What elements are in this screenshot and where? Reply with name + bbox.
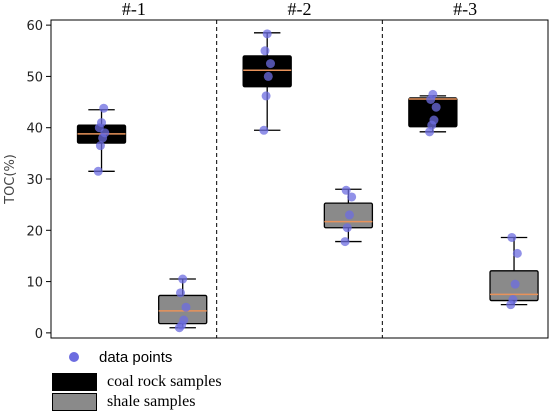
panel-title: #-2 — [288, 0, 312, 19]
panel-dividers — [216, 20, 383, 338]
data-point — [176, 288, 186, 298]
data-point — [342, 223, 352, 233]
y-tick-label: 60 — [26, 19, 43, 34]
data-point — [179, 315, 189, 325]
y-tick-label: 20 — [26, 224, 43, 239]
data-point — [259, 125, 269, 135]
data-point — [261, 91, 271, 101]
data-point — [347, 192, 357, 202]
data-point — [429, 115, 439, 125]
box-coal — [242, 55, 292, 88]
y-tick-label: 30 — [26, 173, 43, 188]
data-point — [512, 248, 522, 258]
panel-titles: #-1 #-2 #-3 — [122, 0, 477, 19]
plot-border — [50, 19, 549, 339]
legend-swatch-shale — [52, 393, 97, 411]
y-tick-label: 10 — [26, 276, 43, 291]
data-point — [99, 103, 109, 113]
data-point — [341, 185, 351, 195]
data-points — [93, 29, 522, 333]
data-point — [97, 118, 107, 128]
data-point — [178, 274, 188, 284]
data-point — [181, 302, 191, 312]
legend-dot-icon — [69, 352, 79, 362]
data-point — [431, 102, 441, 112]
data-point — [508, 295, 518, 305]
data-point — [428, 89, 438, 99]
data-point — [263, 71, 273, 81]
data-point — [95, 141, 105, 151]
legend-item-coal: coal rock samples — [52, 371, 222, 393]
data-point — [340, 237, 350, 247]
y-tick-label: 40 — [26, 122, 43, 137]
data-point — [344, 210, 354, 220]
y-tick-label: 0 — [35, 327, 43, 342]
y-tick-label: 50 — [26, 70, 43, 85]
data-point — [93, 166, 103, 176]
y-axis-label: TOC(%) — [3, 154, 18, 205]
data-point — [510, 279, 520, 289]
panel-title: #-3 — [453, 0, 477, 19]
legend-label-data-points: data points — [99, 348, 173, 366]
panel-title: #-1 — [122, 0, 146, 19]
legend-item-data-points: data points — [52, 346, 172, 368]
legend-swatch-coal — [52, 373, 97, 391]
data-point — [265, 59, 275, 69]
legend-label-shale: shale samples — [107, 393, 196, 410]
data-point — [507, 232, 517, 242]
legend: data points coal rock samples shale samp… — [52, 344, 312, 414]
plot-frame — [50, 19, 549, 339]
boxes — [76, 32, 539, 329]
data-point — [262, 29, 272, 39]
data-point — [260, 46, 270, 56]
legend-label-coal: coal rock samples — [107, 373, 222, 390]
legend-item-shale: shale samples — [52, 391, 195, 413]
